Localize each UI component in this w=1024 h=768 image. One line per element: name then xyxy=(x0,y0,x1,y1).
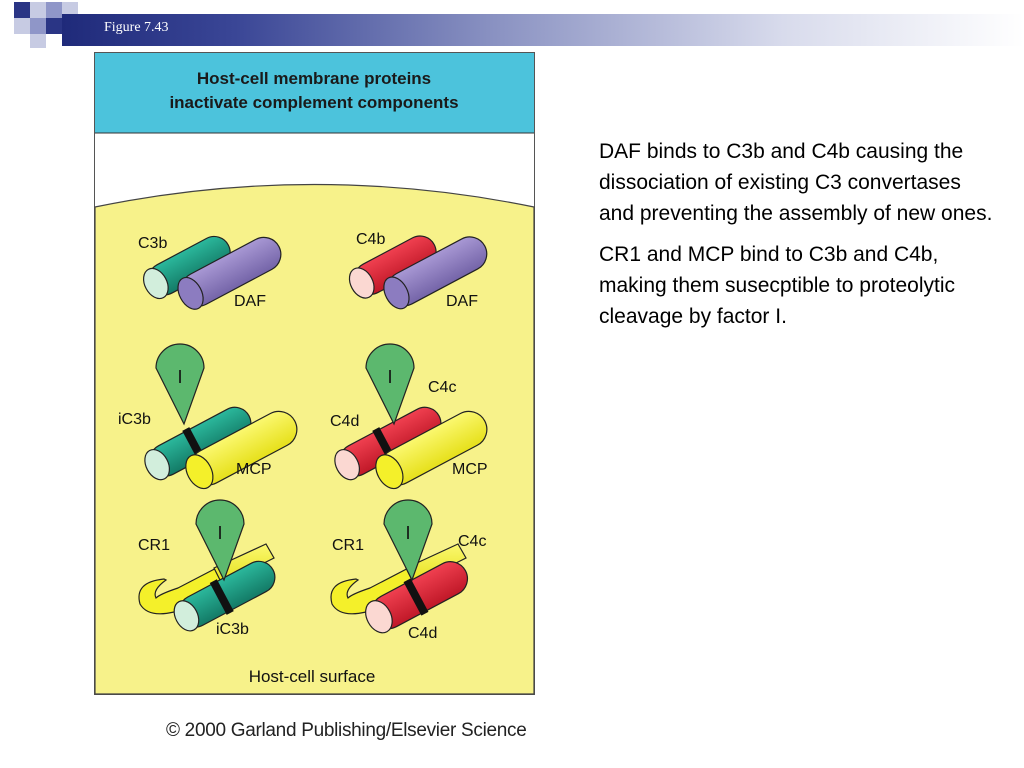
decorative-square xyxy=(46,2,62,18)
c4b-cylinder-end xyxy=(348,267,375,299)
figure-title-line1: Host-cell membrane proteins xyxy=(197,69,431,88)
c3b-cylinder-end xyxy=(142,267,169,300)
c4d-cylinder-end xyxy=(365,600,393,634)
ic3b-cylinder-end xyxy=(173,600,200,632)
figure-title-band xyxy=(95,53,534,133)
label-i-mid-left: I xyxy=(177,367,182,387)
ic3b-mcp-complex xyxy=(144,406,298,490)
factor-i-shape xyxy=(155,343,205,426)
copyright-notice: © 2000 Garland Publishing/Elsevier Scien… xyxy=(166,720,527,741)
slide-body-text: DAF binds to C3b and C4b causing the dis… xyxy=(599,136,999,342)
label-cr1-right: CR1 xyxy=(332,537,364,554)
label-cr1-left: CR1 xyxy=(138,537,170,554)
mcp-cylinder-end xyxy=(185,454,214,490)
label-c4d-bot: C4d xyxy=(408,625,437,642)
c4-mcp-complex xyxy=(334,406,488,490)
factor-i-shape xyxy=(195,499,245,582)
decorative-square xyxy=(14,18,30,34)
factor-i-shape xyxy=(365,343,415,426)
label-ic3b-bot: iC3b xyxy=(216,621,249,638)
header-gradient-bar xyxy=(62,14,1024,46)
label-ic3b-mid: iC3b xyxy=(118,411,151,428)
cr1-ic3b-complex xyxy=(138,543,276,632)
label-c4b: C4b xyxy=(356,231,385,248)
label-mcp-right: MCP xyxy=(452,461,488,478)
factor-i-shape xyxy=(383,499,433,582)
label-i-bot-left: I xyxy=(217,523,222,543)
label-mcp-left: MCP xyxy=(236,461,272,478)
complement-figure: Host-cell membrane proteins inactivate c… xyxy=(94,52,535,695)
decorative-square xyxy=(30,18,46,34)
paragraph-cr1-mcp: CR1 and MCP bind to C3b and C4b, making … xyxy=(599,243,956,328)
label-c4c-mid: C4c xyxy=(428,379,456,396)
cleavage-mark xyxy=(209,579,234,615)
figure-title-line2: inactivate complement components xyxy=(169,93,458,112)
decorative-square xyxy=(62,2,78,14)
label-c4d-mid: C4d xyxy=(330,413,359,430)
decorative-square xyxy=(30,34,46,48)
decorative-square xyxy=(30,2,46,18)
c4d-cylinder-end xyxy=(334,449,361,481)
host-cell-surface-label: Host-cell surface xyxy=(249,667,376,686)
label-daf-right: DAF xyxy=(446,293,478,310)
daf-cylinder-end xyxy=(177,276,204,310)
label-c4c-bot: C4c xyxy=(458,533,486,550)
daf-cylinder-end xyxy=(383,276,410,310)
c3b-daf-complex xyxy=(142,235,282,310)
ic3b-cylinder-end xyxy=(144,449,171,481)
paragraph-daf: DAF binds to C3b and C4b causing the dis… xyxy=(599,140,993,225)
decorative-square xyxy=(46,18,62,34)
decorative-square xyxy=(14,2,30,18)
slide-header: Figure 7.43 xyxy=(0,0,1024,48)
label-daf-left: DAF xyxy=(234,293,266,310)
cleavage-mark xyxy=(403,578,429,616)
label-i-bot-right: I xyxy=(405,523,410,543)
label-i-mid-right: I xyxy=(387,367,392,387)
c4b-daf-complex xyxy=(348,235,488,310)
figure-caption: Figure 7.43 xyxy=(104,20,169,35)
mcp-cylinder-end xyxy=(375,454,404,490)
label-c3b: C3b xyxy=(138,235,167,252)
